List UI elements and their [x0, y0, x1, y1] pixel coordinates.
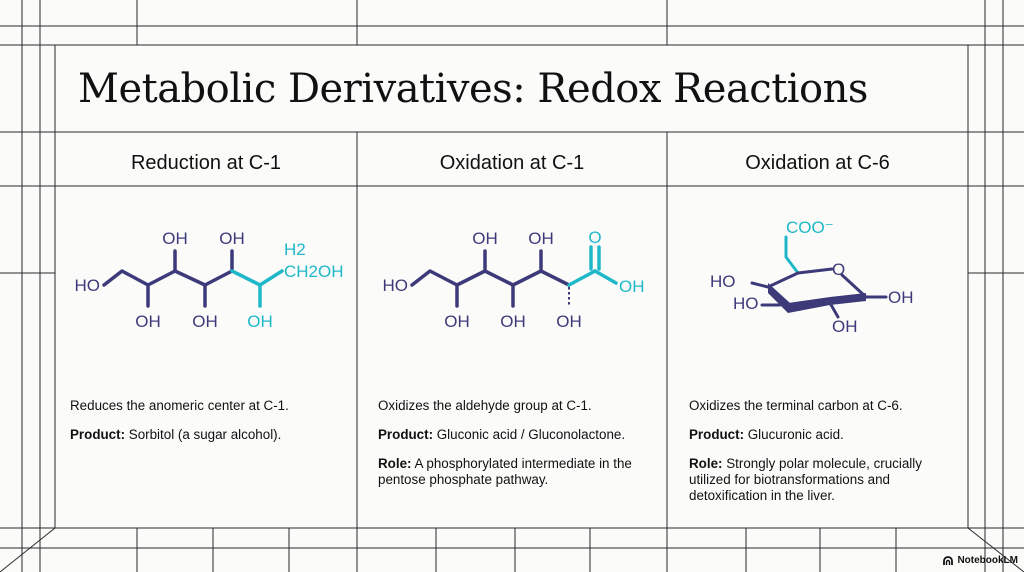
- description-reduction-c1: Reduces the anomeric center at C-1. Prod…: [70, 398, 342, 456]
- role-label: Role:: [689, 456, 723, 471]
- label-ho-upper: HO: [710, 272, 736, 291]
- label-oh-highlight: OH: [247, 312, 273, 331]
- label-oh-top-2: OH: [219, 229, 245, 248]
- description-text: Reduces the anomeric center at C-1.: [70, 398, 289, 413]
- description-oxidation-c1: Oxidizes the aldehyde group at C-1. Prod…: [378, 398, 650, 501]
- brand-badge: NotebookLM: [943, 555, 1018, 566]
- product-line: Product: Glucuronic acid.: [689, 427, 961, 443]
- label-oh-bottom: OH: [832, 317, 858, 336]
- product-text: Gluconic acid / Gluconolactone.: [433, 427, 626, 442]
- role-text: Strongly polar molecule, crucially utili…: [689, 456, 922, 503]
- label-oh-bottom-2: OH: [500, 312, 526, 331]
- label-h2: H2: [284, 240, 306, 259]
- product-line: Product: Gluconic acid / Gluconolactone.: [378, 427, 650, 443]
- product-text: Sorbitol (a sugar alcohol).: [125, 427, 282, 442]
- product-label: Product:: [70, 427, 126, 442]
- label-oh-right: OH: [888, 288, 914, 307]
- label-oh-bottom-1: OH: [135, 312, 161, 331]
- description-text: Oxidizes the terminal carbon at C-6.: [689, 398, 903, 413]
- label-oh-top-2: OH: [528, 229, 554, 248]
- label-ho-lower: HO: [733, 294, 759, 313]
- product-label: Product:: [689, 427, 745, 442]
- product-text: Glucuronic acid.: [744, 427, 844, 442]
- role-line: Role: A phosphorylated intermediate in t…: [378, 456, 650, 488]
- label-oh-top-1: OH: [162, 229, 188, 248]
- role-label: Role:: [378, 456, 412, 471]
- label-ho-left: HO: [383, 276, 409, 295]
- label-oh-hashed: OH: [556, 312, 582, 331]
- product-label: Product:: [378, 427, 434, 442]
- column-heading-oxidation-c1: Oxidation at C-1: [439, 152, 585, 174]
- role-text: A phosphorylated intermediate in the pen…: [378, 456, 632, 487]
- column-heading-reduction-c1: Reduction at C-1: [130, 152, 282, 174]
- label-oh-top-1: OH: [472, 229, 498, 248]
- gluconic-acid-structure: HO OH OH OH OH OH O OH: [383, 228, 645, 331]
- label-oh-bottom-1: OH: [444, 312, 470, 331]
- role-line: Role: Strongly polar molecule, crucially…: [689, 456, 961, 504]
- glucuronic-acid-structure: COO⁻ O HO HO OH OH: [710, 218, 914, 336]
- label-ch2oh: CH2OH: [284, 262, 344, 281]
- product-line: Product: Sorbitol (a sugar alcohol).: [70, 427, 342, 443]
- label-oh-bottom-2: OH: [192, 312, 218, 331]
- page-title: Metabolic Derivatives: Redox Reactions: [78, 66, 868, 112]
- label-ring-oxygen: O: [832, 260, 845, 279]
- notebooklm-logo-icon: [943, 555, 954, 565]
- description-text: Oxidizes the aldehyde group at C-1.: [378, 398, 592, 413]
- sorbitol-structure: HO OH OH OH OH H2 CH2OH OH: [75, 229, 344, 331]
- column-heading-oxidation-c6: Oxidation at C-6: [745, 152, 890, 174]
- label-carboxylate: COO⁻: [786, 218, 834, 237]
- brand-name: NotebookLM: [957, 555, 1018, 566]
- label-acid-oh: OH: [619, 277, 645, 296]
- label-carbonyl-o: O: [588, 228, 601, 247]
- label-ho-left: HO: [75, 276, 101, 295]
- description-oxidation-c6: Oxidizes the terminal carbon at C-6. Pro…: [689, 398, 961, 517]
